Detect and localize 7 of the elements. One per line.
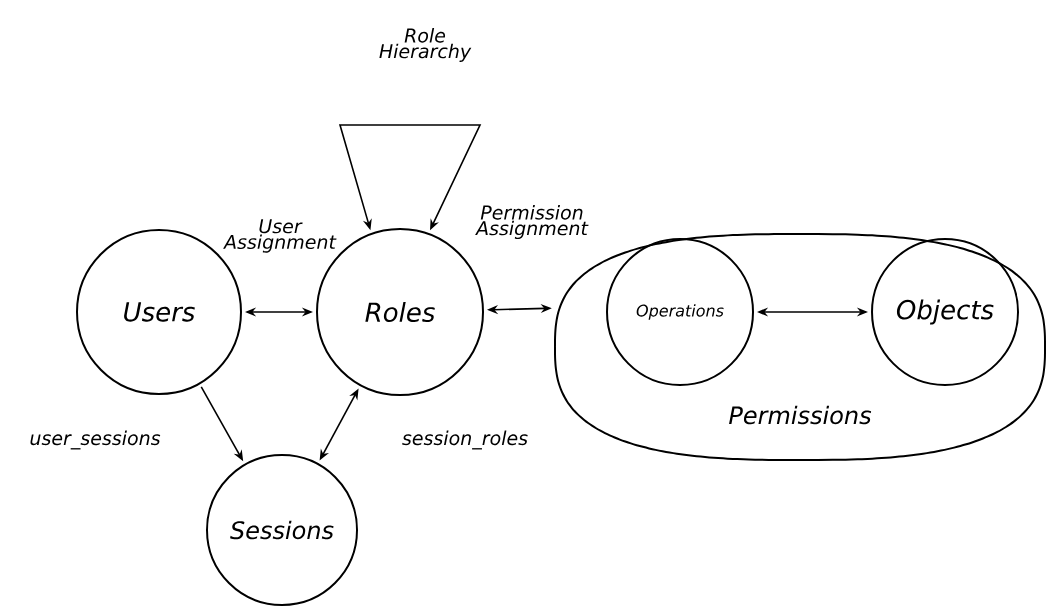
circle-node: Operations — [606, 238, 754, 386]
edge-label: session_roles — [402, 430, 528, 450]
edge-label: Role Hierarchy — [379, 27, 472, 63]
edge-label: User Assignment — [223, 219, 337, 253]
edge-label: user_sessions — [30, 430, 161, 450]
circle-node: Objects — [871, 238, 1019, 386]
circle-node: Sessions — [206, 454, 358, 606]
